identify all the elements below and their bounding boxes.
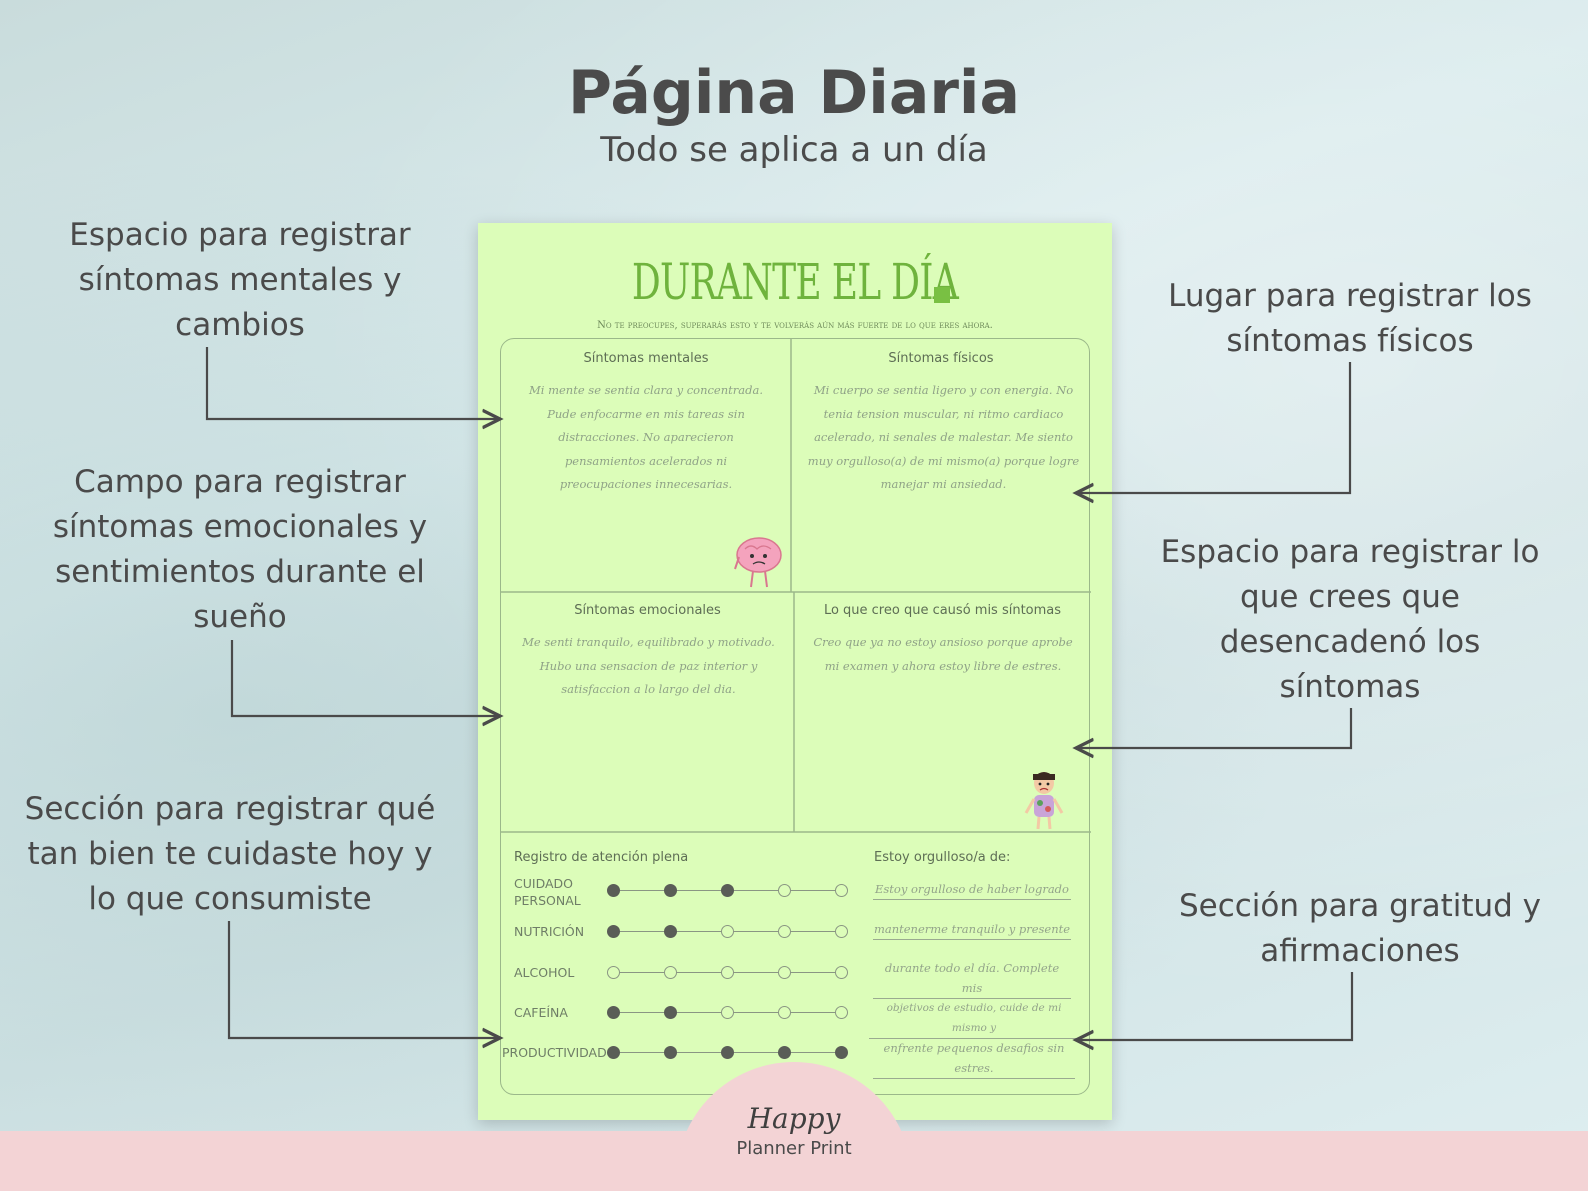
- tracker-dot[interactable]: [778, 1006, 791, 1019]
- callout-gratitude: Sección para gratitud y afirmaciones: [1178, 888, 1542, 969]
- connector-physical: [1076, 362, 1352, 493]
- logo-text: Planner Print: [736, 1138, 852, 1159]
- tracker-dot[interactable]: [835, 925, 848, 938]
- tracker-dot[interactable]: [664, 884, 677, 897]
- sheet-title: DURANTE EL DÍA: [631, 253, 959, 311]
- tracker-row-label: NUTRICIÓN: [514, 924, 585, 939]
- title-square-icon: [934, 287, 950, 303]
- tracker-dot[interactable]: [664, 1046, 677, 1059]
- proud-line: durante todo el día. Complete mis: [873, 958, 1071, 999]
- callout-triggers: Espacio para registrar lo que crees que …: [1160, 534, 1540, 705]
- tracker-row-label: ALCOHOL: [514, 965, 575, 980]
- callout-physical: Lugar para registrar los síntomas físico…: [1168, 278, 1532, 359]
- tracker-row-label: CAFEÍNA: [514, 1005, 568, 1020]
- sheet-tagline: No te preocupes, superarás esto y te vol…: [597, 320, 993, 331]
- sick-boy-character-icon: [1024, 772, 1064, 830]
- tracker-row-label: CUIDADO PERSONAL: [514, 876, 581, 908]
- page-title: Página Diaria: [568, 58, 1020, 128]
- proud-line: enfrente pequenos desafios sin estres.: [873, 1038, 1075, 1079]
- tracker-dot[interactable]: [721, 884, 734, 897]
- daily-sheet: DURANTE EL DÍA No te preocupes, superará…: [478, 223, 1112, 1120]
- tracker-dot[interactable]: [607, 884, 620, 897]
- logo-script: Happy: [747, 1102, 841, 1135]
- connector-triggers: [1076, 708, 1353, 748]
- mental-cell-title: Síntomas mentales: [583, 351, 709, 366]
- tracker-dot[interactable]: [778, 925, 791, 938]
- proud-line: mantenerme tranquilo y presente: [873, 919, 1071, 940]
- callout-mental: Espacio para registrar síntomas mentales…: [69, 217, 411, 343]
- tracker-dot[interactable]: [835, 1006, 848, 1019]
- tracker-dot[interactable]: [778, 966, 791, 979]
- tracker-dot[interactable]: [778, 1046, 791, 1059]
- emotional-cell-title: Síntomas emocionales: [574, 603, 721, 618]
- tracker-dot[interactable]: [721, 966, 734, 979]
- proud-line: Estoy orgulloso de haber logrado: [873, 879, 1071, 900]
- tracker-dot[interactable]: [607, 1006, 620, 1019]
- connector-gratitude: [1076, 972, 1354, 1040]
- mental-cell-text: Mi mente se sentia clara y concentrada. …: [528, 383, 763, 491]
- proud-title: Estoy orgulloso/a de:: [874, 850, 1011, 865]
- mindfulness-title: Registro de atención plena: [514, 850, 689, 865]
- physical-cell-text: Mi cuerpo se sentia ligero y con energia…: [807, 383, 1080, 491]
- symptom-grid: Síntomas mentales Mi mente se sentia cla…: [500, 338, 1091, 1095]
- page-subtitle: Todo se aplica a un día: [600, 130, 988, 170]
- tracker-dot[interactable]: [721, 925, 734, 938]
- tracker-dot[interactable]: [721, 1046, 734, 1059]
- tracker-dot[interactable]: [721, 1006, 734, 1019]
- emotional-cell-text: Me senti tranquilo, equilibrado y motiva…: [522, 635, 775, 696]
- tracker-dot[interactable]: [664, 925, 677, 938]
- connector-mental: [205, 347, 500, 419]
- connector-emotional: [230, 640, 500, 716]
- tracker-dot[interactable]: [835, 1046, 848, 1059]
- physical-cell-title: Síntomas físicos: [888, 351, 994, 366]
- proud-line: objetivos de estudio, cuide de mi mismo …: [869, 998, 1079, 1039]
- triggers-cell-title: Lo que creo que causó mis síntomas: [823, 603, 1062, 618]
- tracker-row-label: PRODUCTIVIDAD: [502, 1045, 607, 1060]
- tracker-dot[interactable]: [607, 1046, 620, 1059]
- tracker-dot[interactable]: [607, 966, 620, 979]
- callout-emotional: Campo para registrar síntomas emocionale…: [52, 464, 428, 635]
- grid-dividers: [501, 339, 1091, 833]
- tracker-dot[interactable]: [778, 884, 791, 897]
- pink-brain-character-icon: [734, 537, 782, 588]
- triggers-cell-text: Creo que ya no estoy ansioso porque apro…: [813, 635, 1073, 673]
- tracker-dot[interactable]: [664, 1006, 677, 1019]
- tracker-dot[interactable]: [835, 966, 848, 979]
- connector-selfcare: [227, 921, 500, 1038]
- tracker-dot[interactable]: [835, 884, 848, 897]
- tracker-dot[interactable]: [664, 966, 677, 979]
- tracker-dot[interactable]: [607, 925, 620, 938]
- callout-selfcare: Sección para registrar qué tan bien te c…: [24, 791, 436, 917]
